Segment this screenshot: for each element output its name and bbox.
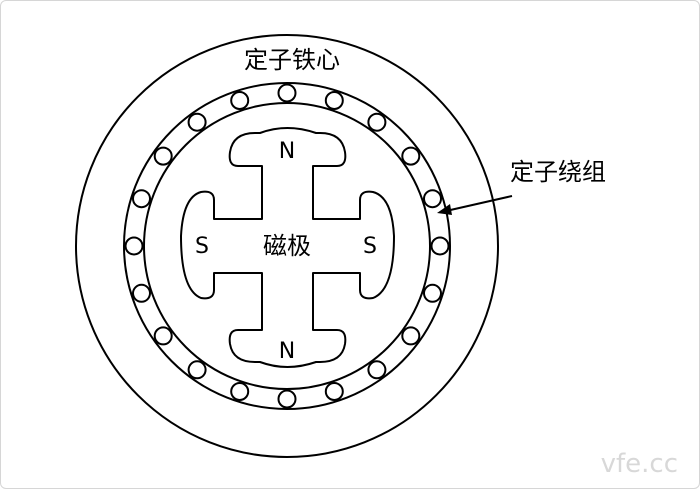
winding-conductor-circle — [324, 382, 344, 401]
south-pole-right-label: S — [363, 234, 377, 259]
winding-conductor-circle — [153, 146, 173, 166]
stator-core-label: 定子铁心 — [244, 46, 340, 74]
north-pole-bottom-label: N — [279, 339, 295, 364]
winding-conductor-circle — [153, 326, 173, 346]
winding-conductor-circle — [124, 236, 144, 256]
watermark-text: vfe.cc — [601, 449, 678, 479]
magnetic-pole-label: 磁极 — [263, 232, 311, 260]
winding-conductor-circle — [401, 146, 421, 166]
stator-winding-outer-ring — [123, 82, 451, 410]
winding-conductor-circle — [187, 360, 207, 380]
rotor-magnetic-poles — [180, 127, 395, 368]
winding-conductor-circle — [423, 189, 442, 209]
winding-conductor-circle — [132, 189, 151, 209]
stator-core-outer-circle — [75, 34, 499, 458]
winding-conductor-circle — [423, 283, 442, 303]
winding-conductor-circle — [187, 112, 207, 132]
winding-label-arrow-line — [445, 195, 513, 212]
south-pole-left-label: S — [195, 234, 209, 259]
north-pole-top-label: N — [279, 139, 295, 164]
stator-winding-inner-ring — [143, 102, 431, 390]
winding-conductor-circle — [230, 91, 250, 110]
stator-winding-label: 定子绕组 — [510, 158, 606, 186]
winding-conductor-circle — [367, 360, 387, 380]
winding-conductor-circle — [367, 112, 387, 132]
winding-conductor-circle — [132, 283, 151, 303]
winding-conductors — [124, 83, 450, 409]
winding-conductor-circle — [430, 236, 450, 256]
winding-conductor-circle — [324, 91, 344, 110]
winding-conductor-circle — [230, 382, 250, 401]
winding-conductor-circle — [401, 326, 421, 346]
winding-label-arrowhead — [437, 204, 452, 215]
winding-conductor-circle — [277, 389, 297, 409]
winding-conductor-circle — [277, 83, 297, 103]
